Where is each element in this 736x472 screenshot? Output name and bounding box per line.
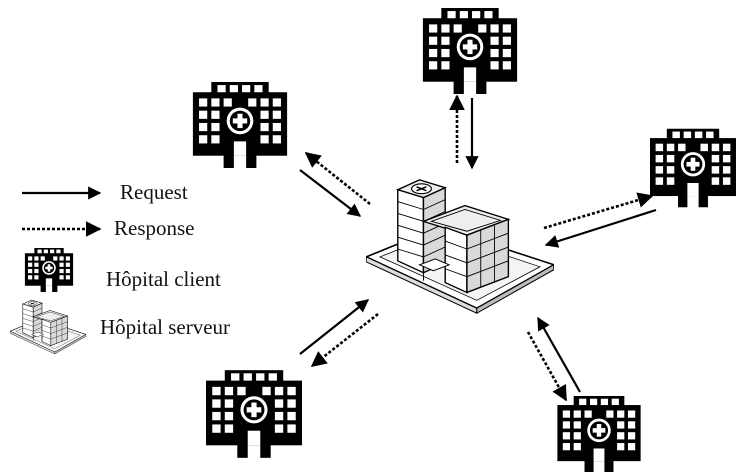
- request-arrow: [544, 208, 657, 248]
- legend: Request Response Hôpital client Hôpital …: [10, 180, 230, 355]
- connection-upper-left: [299, 151, 371, 217]
- response-arrow: [310, 312, 379, 368]
- request-arrow: [299, 299, 370, 355]
- request-arrow: [537, 316, 581, 393]
- client-hospital-lower-left: [206, 370, 302, 458]
- connection-lower-right: [526, 316, 581, 402]
- server-hospital: [366, 179, 554, 314]
- legend-response-label: Response: [114, 216, 195, 240]
- response-arrow: [526, 331, 568, 402]
- legend-request-label: Request: [120, 180, 188, 204]
- legend-server-label: Hôpital serveur: [100, 315, 230, 339]
- client-hospital-upper-left: [192, 82, 288, 168]
- response-arrow: [304, 151, 371, 206]
- hospital-server-icon: [10, 299, 86, 355]
- connection-right: [543, 192, 657, 248]
- connection-lower-left: [299, 299, 379, 368]
- connection-top: [449, 94, 479, 170]
- client-hospital-right: [650, 128, 736, 208]
- legend-client-label: Hôpital client: [106, 267, 221, 291]
- response-arrow: [543, 192, 654, 230]
- request-arrow: [299, 169, 362, 217]
- client-hospital-lower-right: [557, 396, 641, 472]
- client-hospital-top: [422, 8, 518, 94]
- hospital-client-icon: [24, 248, 74, 292]
